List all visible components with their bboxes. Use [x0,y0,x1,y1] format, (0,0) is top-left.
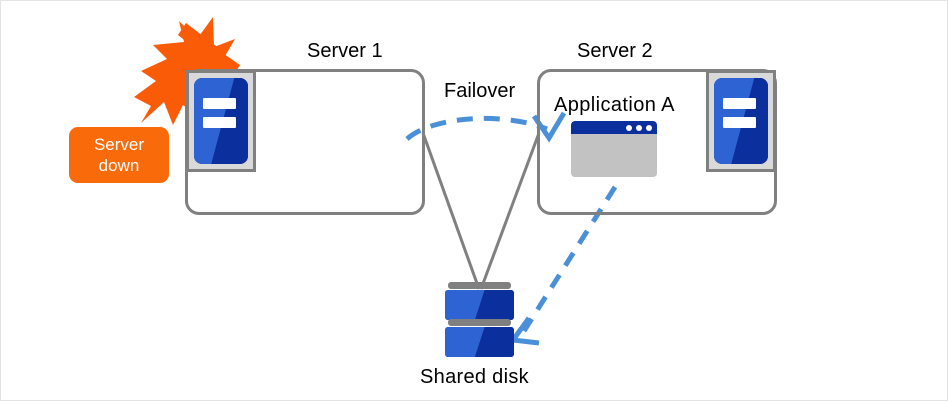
disk-unit-1 [445,290,514,320]
server-tower-body [714,78,768,164]
disk-stack-icon [445,282,514,360]
status-badge-line-2: down [98,156,140,175]
disk-access-arrow-path [521,185,618,333]
status-badge-line-1: Server [93,135,145,154]
status-badge-server-down: Server down [69,127,169,183]
label-application-a: Application A [554,94,675,116]
label-server2: Server 2 [577,40,653,62]
disk-unit-2 [445,327,514,357]
failover-arrow-path [405,115,548,141]
server-tower-slot-2 [202,116,237,128]
label-server1: Server 1 [307,40,383,62]
window-dot-3 [626,124,632,131]
label-shared-disk: Shared disk [420,366,529,388]
window-dot-1 [646,124,652,131]
window-dot-2 [636,124,642,131]
label-failover: Failover [444,80,516,102]
server-tower-icon [706,70,776,172]
server-tower-icon [186,70,256,172]
server-tower-body [194,78,248,164]
server-tower-slot-1 [202,97,237,109]
application-window-body [571,134,657,177]
connector-server2-to-disk [479,132,541,290]
application-window-icon [571,121,657,177]
disk-plate-top [448,282,511,289]
server-tower-slot-1 [722,97,757,109]
disk-plate-middle [448,319,511,326]
application-window-titlebar [571,121,657,134]
connector-server1-to-disk [421,132,481,290]
server-tower-slot-2 [722,116,757,128]
